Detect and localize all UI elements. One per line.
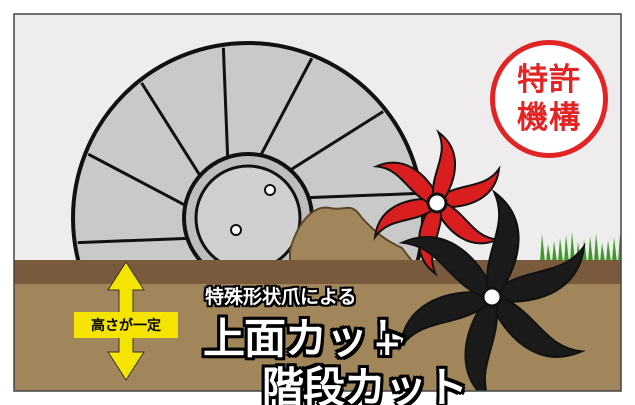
drum-fin	[77, 236, 188, 245]
tine-blade	[372, 161, 442, 207]
grass-blade	[558, 238, 563, 262]
drum-fin	[259, 57, 314, 156]
red-tine-rotor-icon	[372, 129, 502, 277]
plus-sign: +	[373, 324, 402, 364]
tine-blade	[464, 293, 498, 391]
tine-blade	[491, 242, 586, 303]
height-label-box: 高さが一定	[74, 312, 178, 338]
grass-blade	[564, 235, 569, 262]
drum-fin	[221, 47, 230, 158]
grass-blade	[588, 236, 593, 262]
grass-blade	[546, 244, 551, 262]
tine-blade	[398, 236, 497, 301]
badge-line-1: 特許	[517, 62, 581, 98]
patent-badge: 特許 機構	[490, 40, 608, 158]
subtitle: 特殊形状爪による	[205, 286, 357, 308]
tine-blade	[431, 129, 457, 207]
black-tine-rotor-icon	[398, 188, 586, 391]
tine-blade	[487, 293, 586, 358]
tine-blade	[486, 188, 520, 301]
height-label: 高さが一定	[91, 318, 161, 334]
cut-title-1: 上面カット	[203, 314, 409, 363]
grass-blade	[552, 241, 557, 262]
rotor-hub	[481, 286, 503, 308]
grass-blade	[540, 234, 545, 262]
grass-blade	[624, 244, 629, 262]
tine-blade	[373, 197, 438, 241]
drum-fin	[289, 110, 384, 172]
soil-mound	[289, 206, 418, 266]
tine-blade	[436, 165, 501, 209]
rotor-hub	[426, 192, 448, 214]
grass-blade	[570, 232, 575, 262]
grass-blade	[606, 240, 611, 262]
cut-title-2: 階段カット	[262, 363, 468, 405]
grass-blade	[600, 243, 605, 262]
drum-fin	[87, 152, 186, 207]
tine-blade	[398, 291, 493, 352]
badge-line-2: 機構	[517, 100, 581, 136]
grass-blade	[612, 237, 617, 262]
drum-fin	[308, 191, 419, 200]
grass-blade	[594, 233, 599, 262]
drum-fin	[140, 82, 202, 177]
